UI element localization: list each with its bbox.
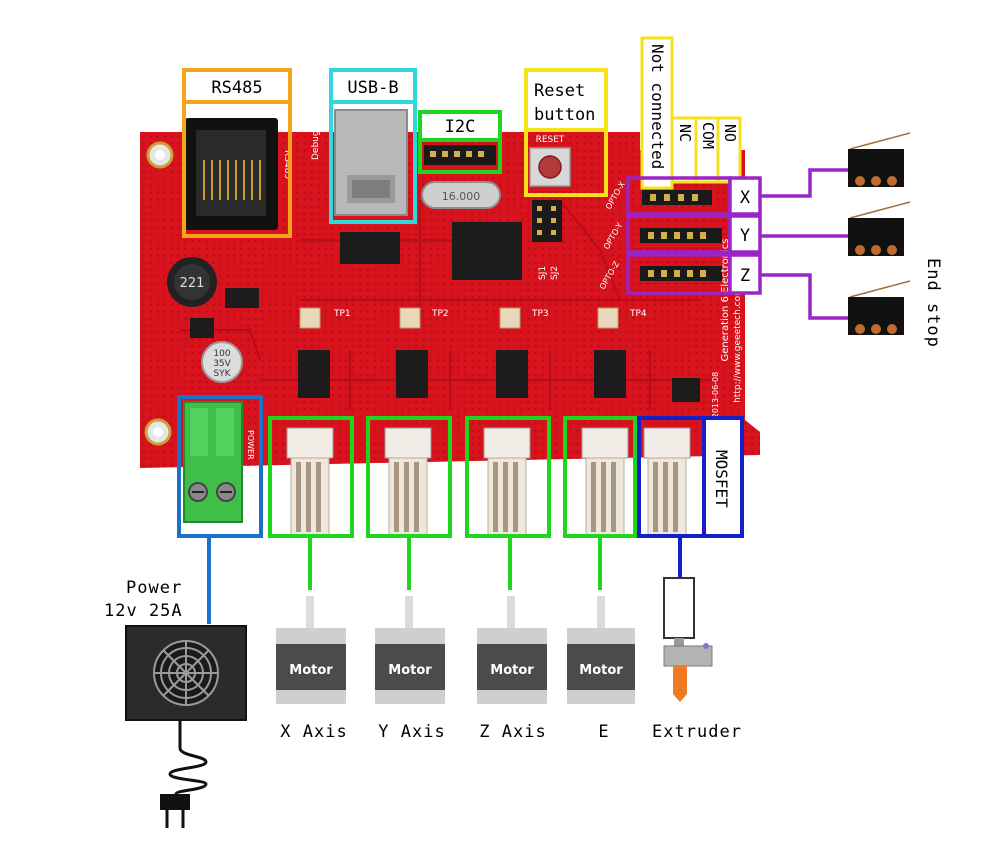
com-label: COM [699, 122, 717, 149]
reset-switch: RESET [529, 135, 571, 187]
extruder-caption: Extruder [652, 722, 742, 742]
end-stop-label: End stop [923, 258, 943, 348]
tp4-label: TP4 [629, 309, 647, 319]
motor-x: Motor [276, 596, 346, 704]
motor-connectors [286, 427, 691, 537]
nc-label: NC [676, 124, 694, 142]
usb-b-connector: Debug [311, 109, 408, 216]
motor-z: Motor [477, 596, 547, 704]
cap-label-3: SYK [213, 369, 231, 379]
motor-z-text: Motor [490, 663, 534, 678]
not-connected-label: Not connected [648, 44, 667, 169]
i2c-header [424, 145, 496, 165]
motors: Motor Motor Motor Motor [276, 596, 635, 704]
endstop-pin-annotation: Not connected NC COM NO [640, 36, 742, 190]
reset-label-line2: button [534, 105, 595, 125]
endstop-annotation [626, 168, 848, 320]
motor-x-text: Motor [289, 663, 333, 678]
power-supply: Power 12v 25A [104, 578, 247, 828]
isp-header: SJ1 SJ2 [532, 200, 562, 280]
url-silkscreen: http://www.geeetech.com [733, 287, 743, 403]
endstop-x-label: X [740, 188, 751, 208]
motor-y-caption: Y Axis [378, 722, 445, 742]
power-silkscreen: POWER [246, 430, 255, 460]
reset-label-line1: Reset [534, 81, 585, 101]
debug-silkscreen: Debug [311, 130, 321, 160]
sj1-silkscreen: SJ1 [538, 266, 548, 280]
rs485-silkscreen: RS485 [282, 150, 292, 179]
rs485-annotation: RS485 [182, 68, 292, 238]
power-terminal: POWER [183, 401, 255, 523]
rj45-connector: RS485 [185, 118, 292, 230]
motor-annotations [268, 416, 637, 590]
rs485-label: RS485 [211, 78, 262, 98]
tp1-label: TP1 [333, 309, 351, 319]
reset-annotation: Reset button [524, 68, 608, 197]
power-label-line1: Power [126, 578, 182, 598]
endstop-switch-y [848, 201, 911, 256]
date-silkscreen: 2013-06-08 [711, 372, 720, 419]
inductor: 221 [167, 257, 217, 307]
sj2-silkscreen: SJ2 [550, 266, 560, 280]
no-label: NO [721, 124, 739, 142]
usb-b-label: USB-B [347, 78, 398, 98]
tp2-label: TP2 [431, 309, 449, 319]
inductor-label: 221 [180, 276, 205, 291]
endstop-switch-x [848, 132, 911, 187]
motor-e-text: Motor [579, 663, 623, 678]
motor-z-caption: Z Axis [479, 722, 546, 742]
mounting-holes [144, 141, 174, 446]
brand-silkscreen: Generation 6 Electronics [720, 238, 731, 361]
motor-e-caption: E [598, 722, 609, 742]
trimpots: TP1 TP2 TP3 TP4 [299, 307, 647, 329]
motor-x-caption: X Axis [280, 722, 347, 742]
mosfet-label: MOSFET [712, 450, 731, 508]
endstop-y-label: Y [740, 226, 750, 246]
motor-y: Motor [375, 596, 445, 704]
motor-e: Motor [567, 596, 635, 704]
endstop-z-label: Z [740, 266, 750, 286]
extruder [663, 577, 713, 702]
i2c-annotation: I2C [418, 110, 502, 174]
mosfet-annotation: MOSFET [637, 416, 744, 578]
tp3-label: TP3 [531, 309, 549, 319]
usb-b-annotation: USB-B [329, 68, 417, 224]
i2c-label: I2C [445, 117, 476, 137]
fan-icon [153, 640, 219, 706]
capacitor: 100 35V SYK [201, 341, 243, 383]
endstop-switch-z [848, 280, 911, 335]
crystal-label: 16.000 [442, 190, 481, 203]
endstop-switches [848, 132, 911, 335]
crystal-oscillator: 16.000 [421, 181, 501, 209]
cap-label-1: 100 [213, 349, 230, 359]
cap-label-2: 35V [213, 359, 231, 369]
stepper-driver-chips [298, 350, 626, 398]
power-annotation [177, 395, 263, 624]
motor-y-text: Motor [388, 663, 432, 678]
chips [190, 222, 700, 402]
power-cord-icon [160, 720, 208, 828]
controller-board: RS485 Debug 16.000 RESET [140, 109, 760, 537]
power-label-line2: 12v 25A [104, 601, 183, 621]
reset-silkscreen: RESET [536, 135, 565, 145]
